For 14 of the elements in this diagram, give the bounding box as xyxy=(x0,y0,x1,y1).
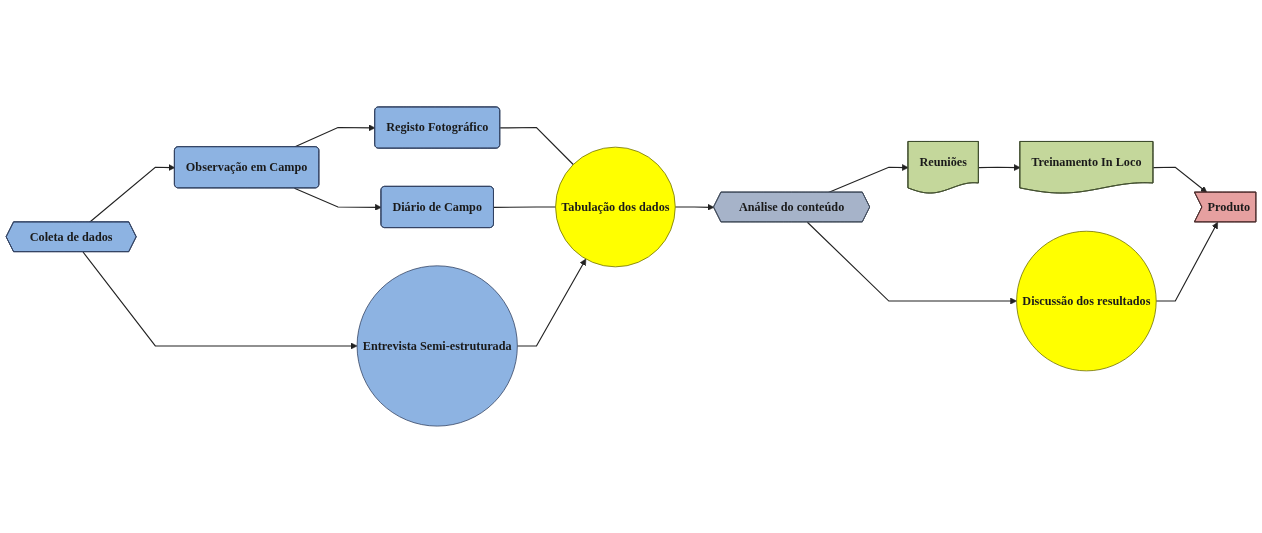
connector xyxy=(499,126,574,166)
connector xyxy=(493,206,557,208)
arrow xyxy=(1152,166,1208,193)
arrow xyxy=(293,187,382,211)
arrow xyxy=(806,221,1017,305)
arrow xyxy=(1155,221,1218,302)
arrow xyxy=(674,203,715,211)
node-circle: Discussão dos resultados xyxy=(1016,230,1157,372)
node-circle: Entrevista Semi-estruturada xyxy=(356,265,518,427)
node-circle: Tabulação dos dados xyxy=(555,146,676,268)
arrow xyxy=(89,164,176,223)
arrow xyxy=(978,164,1021,171)
arrow xyxy=(516,258,587,347)
arrow xyxy=(82,251,358,350)
